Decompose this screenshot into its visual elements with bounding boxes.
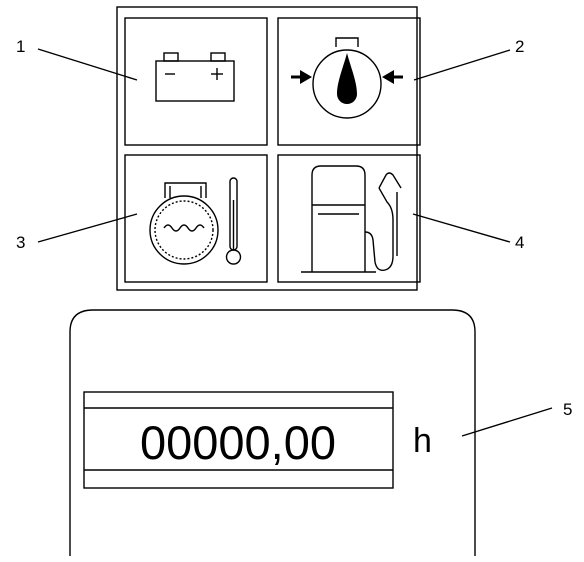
hour-meter-display-frame — [83, 391, 394, 489]
hour-meter: 00000,00 h — [69, 309, 476, 556]
hour-meter-housing — [69, 309, 476, 556]
fuel-level-warning-panel — [277, 154, 421, 283]
coolant-temperature-warning-panel — [124, 154, 268, 283]
oil-pressure-icon — [291, 37, 403, 119]
oil-pressure-warning-panel — [277, 17, 421, 146]
callout-2-leader — [413, 49, 511, 81]
hour-meter-value: 00000,00 — [140, 416, 336, 469]
coolant-temperature-icon — [149, 177, 242, 265]
callout-2-label: 2 — [515, 37, 524, 56]
callout-1-label: 1 — [16, 37, 25, 56]
callout-3-leader — [37, 213, 138, 243]
callout-3-label: 3 — [16, 233, 25, 252]
callout-5-label: 5 — [563, 400, 572, 419]
hour-meter-unit: h — [413, 422, 432, 460]
callout-1-leader — [37, 48, 138, 81]
callout-5-leader — [461, 407, 553, 437]
callout-4-leader — [412, 213, 511, 243]
battery-icon — [155, 52, 235, 102]
indicator-panel-housing — [116, 6, 418, 291]
fuel-pump-icon — [301, 165, 402, 273]
callout-4-label: 4 — [515, 233, 524, 252]
battery-warning-panel — [124, 17, 268, 146]
